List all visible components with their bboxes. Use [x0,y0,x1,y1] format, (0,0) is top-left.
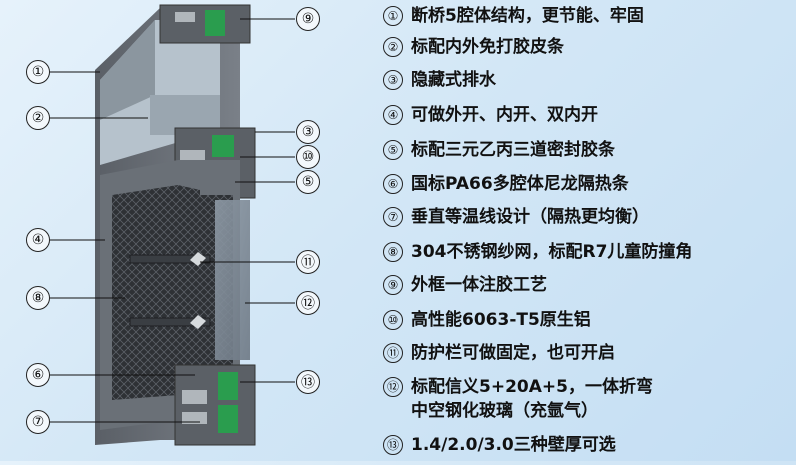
feature-text: 可做外开、内开、双内开 [411,105,598,125]
feature-number: ⑥ [383,174,403,194]
feature-number: ⑧ [383,242,403,262]
callout-2: ② [26,106,50,130]
feature-number: ⑦ [383,207,403,227]
feature-text: 断桥5腔体结构，更节能、牢固 [411,6,644,26]
feature-item: ① 断桥5腔体结构，更节能、牢固 [383,4,644,28]
callout-5: ⑤ [296,170,320,194]
guard-rail-lower [129,317,211,327]
callout-1: ① [26,60,50,84]
feature-text: 高性能6063-T5原生铝 [411,310,591,330]
feature-text: 标配三元乙丙三道密封胶条 [411,140,615,160]
callout-6: ⑥ [26,363,50,387]
feature-text: 外框一体注胶工艺 [411,275,547,295]
feature-number: ⑤ [383,140,403,160]
feature-item: ⑦ 垂直等温线设计（隔热更均衡） [383,205,649,229]
callout-7: ⑦ [26,410,50,434]
feature-number: ⑫ [383,377,403,397]
callout-10: ⑩ [296,145,320,169]
callout-4: ④ [26,228,50,252]
bottom-profile [174,364,256,446]
feature-item: ⑨ 外框一体注胶工艺 [383,273,547,297]
feature-item: ⑬ 1.4/2.0/3.0三种壁厚可选 [383,433,616,457]
feature-number: ③ [383,70,403,90]
callout-3: ③ [296,120,320,144]
feature-item: ⑤ 标配三元乙丙三道密封胶条 [383,138,615,162]
feature-item: ⑫ 标配信义5+20A+5，一体折弯 中空钢化玻璃（充氩气） [383,375,653,423]
feature-text: 垂直等温线设计（隔热更均衡） [411,207,649,227]
feature-item: ④ 可做外开、内开、双内开 [383,103,598,127]
feature-text: 1.4/2.0/3.0三种壁厚可选 [411,435,616,455]
feature-number: ① [383,6,403,26]
insulated-glass [215,200,250,360]
feature-item: ② 标配内外免打胶皮条 [383,35,564,59]
callout-9: ⑨ [296,7,320,31]
feature-number: ⑬ [383,435,403,455]
leader-lines [50,18,295,423]
feature-number: ④ [383,105,403,125]
callout-12: ⑫ [296,291,320,315]
feature-text: 中空钢化玻璃（充氩气） [411,401,598,421]
feature-text: 隐藏式排水 [411,70,496,90]
feature-item: ⑧ 304不锈钢纱网，标配R7儿童防撞角 [383,240,692,264]
feature-text: 304不锈钢纱网，标配R7儿童防撞角 [411,242,693,262]
feature-number: ② [383,37,403,57]
callout-13: ⑬ [296,370,320,394]
feature-item: ⑪ 防护栏可做固定，也可开启 [383,341,615,365]
feature-item: ⑥ 国标PA66多腔体尼龙隔热条 [383,172,629,196]
feature-text: 标配内外免打胶皮条 [411,37,564,57]
guard-rail-upper [129,254,211,264]
callout-8: ⑧ [26,286,50,310]
feature-text: 标配信义5+20A+5，一体折弯 [411,377,653,397]
feature-item: ③ 隐藏式排水 [383,68,496,92]
feature-number: ⑩ [383,310,403,330]
feature-text: 国标PA66多腔体尼龙隔热条 [411,174,629,194]
feature-item: ⑩ 高性能6063-T5原生铝 [383,308,591,332]
feature-number: ⑨ [383,275,403,295]
callout-11: ⑪ [296,250,320,274]
feature-number: ⑪ [383,343,403,363]
feature-text: 防护栏可做固定，也可开启 [411,343,615,363]
